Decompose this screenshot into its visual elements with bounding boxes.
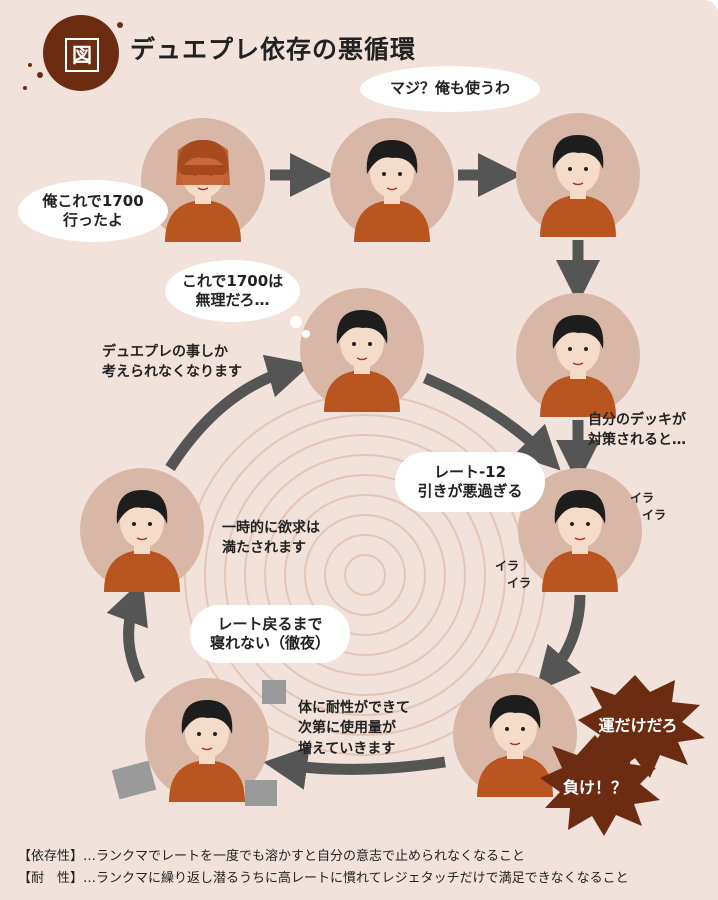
person-6	[518, 468, 642, 593]
cycle-arrows	[106, 153, 600, 790]
person-3	[516, 113, 640, 238]
thought-dots	[290, 316, 310, 338]
speech-bubble-maji: マジ？俺も使うわ	[360, 66, 540, 112]
ira-text-2: イラ イラ	[495, 559, 532, 591]
figure-badge: 図	[65, 38, 99, 72]
person-5	[300, 288, 424, 413]
person-4	[516, 293, 640, 418]
ira-text-1: イラ イラ	[630, 491, 667, 523]
page-title: デュエプレ依存の悪循環	[130, 35, 417, 64]
note-countered: 自分のデッキが 対策されると…	[588, 412, 686, 449]
note-obsession: デュエプレの事しか 考えられなくなります	[102, 344, 242, 381]
person-7	[80, 468, 204, 593]
burst-luck: 運だけだろ	[598, 716, 678, 735]
person-9	[111, 678, 286, 806]
footer-dependency: 【依存性】…ランクマでレートを一度でも溶かすと自分の意志で止められなくなること	[18, 849, 526, 864]
speech-bubble-rate: レート-12 引きが悪過ぎる	[395, 452, 545, 512]
person-circles	[80, 113, 642, 806]
thought-bubble-muri: これで1700は 無理だろ…	[165, 260, 300, 322]
splatter-badge	[23, 15, 123, 91]
note-tolerance: 体に耐性ができて 次第に使用量が 増えていきます	[298, 700, 410, 757]
burst-lose: 負け！？	[562, 778, 627, 797]
note-satisfied: 一時的に欲求は 満たされます	[222, 520, 320, 557]
person-2	[330, 118, 454, 243]
person-1	[141, 118, 265, 243]
person-8	[453, 673, 577, 798]
burst-shapes	[540, 675, 705, 836]
speech-bubble-1700: 俺これで1700 行ったよ	[18, 180, 168, 242]
footer-tolerance: 【耐 性】…ランクマに繰り返し潜るうちに高レートに慣れてレジェタッチだけで満足で…	[18, 871, 629, 886]
speech-bubble-tetsuya: レート戻るまで 寝れない（徹夜）	[190, 605, 350, 663]
